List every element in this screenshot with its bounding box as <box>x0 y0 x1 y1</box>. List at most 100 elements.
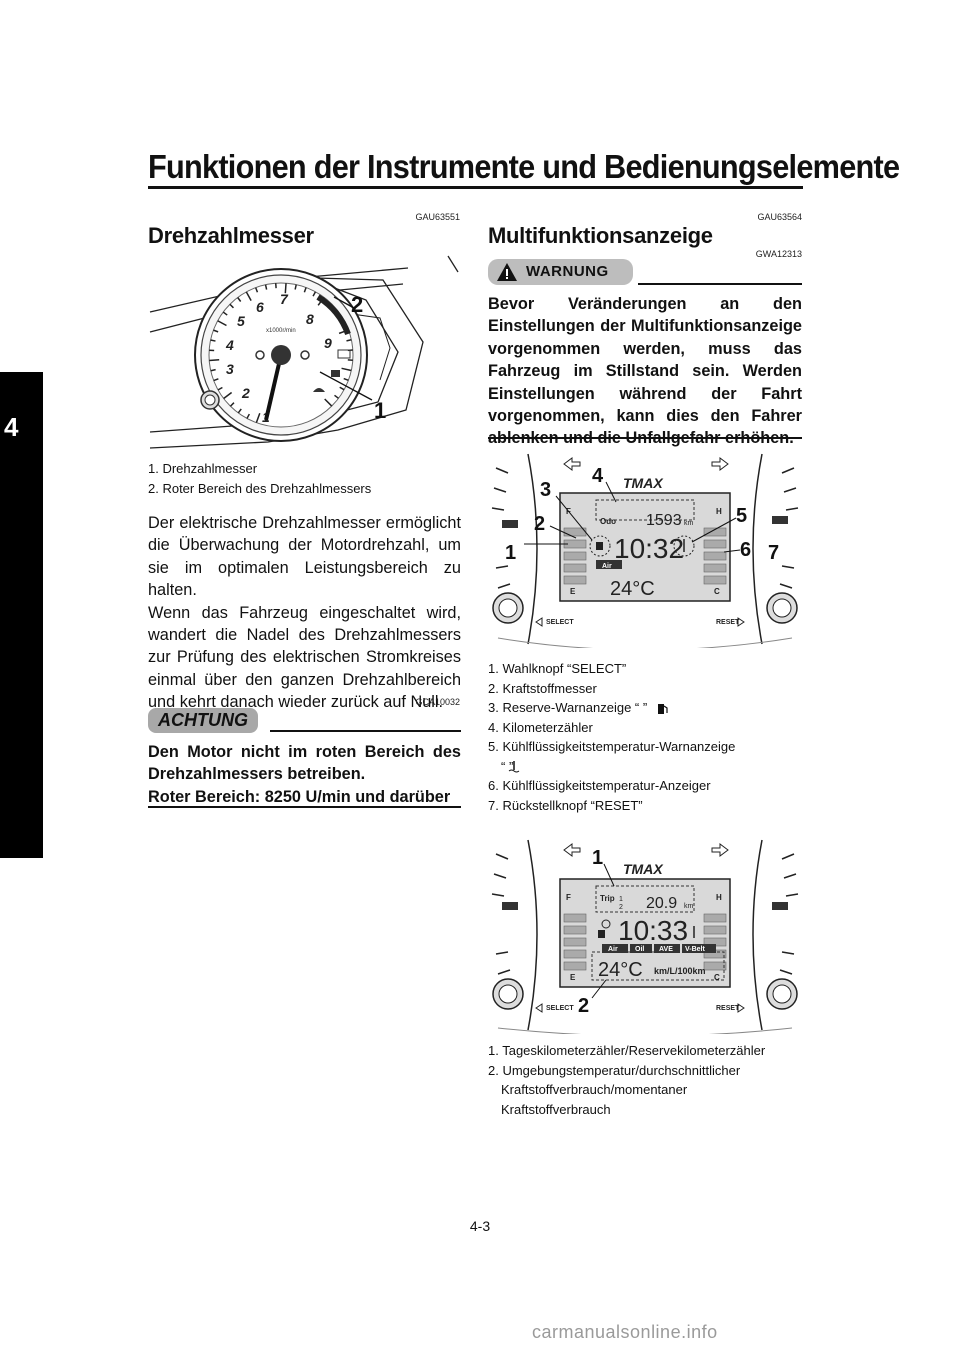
tach-number: 8 <box>306 311 314 327</box>
lcd-tab: Oil <box>635 946 644 953</box>
caption-line: 1. Drehzahlmesser <box>148 461 258 476</box>
lcd-h: H <box>716 893 722 902</box>
lcd-tab: Air <box>608 946 618 953</box>
tach-tick <box>237 408 242 414</box>
lcd-unit: km <box>684 520 694 527</box>
caption-line: Kraftstoffverbrauch/momentaner <box>501 1082 688 1097</box>
callout-number: 5 <box>736 505 747 527</box>
tach-tick <box>312 291 317 297</box>
callout-number: 4 <box>592 465 604 487</box>
caution-text: Den Motor nicht im roten Bereich des Dre… <box>148 741 461 808</box>
caption-line: 2. Kraftstoffmesser <box>488 680 597 696</box>
tach-number: 9 <box>324 335 332 351</box>
doc-code: GWA12313 <box>755 249 802 259</box>
page-number: 4-3 <box>469 1218 491 1234</box>
tach-tick <box>213 329 219 333</box>
callout-number: 2 <box>578 995 589 1017</box>
caption-line: 7. Rückstellknopf “RESET” <box>488 797 643 813</box>
tach-tick <box>209 359 220 362</box>
warning-label: WARNUNG <box>526 263 609 280</box>
lcd-trip-label: Trip <box>600 894 615 903</box>
warning-badge: WARNUNG <box>488 259 633 285</box>
caption-line: 2. Umgebungstemperatur/durchschnittliche… <box>488 1062 741 1078</box>
tach-tick <box>229 303 234 309</box>
tach-tick <box>294 284 297 290</box>
chapter-tab: 4 <box>0 372 43 858</box>
caption-line: Kraftstoffverbrauch <box>501 1101 611 1117</box>
section-heading-tachometer: Drehzahlmesser <box>148 223 314 248</box>
lcd-odo-value: 1593 <box>646 512 682 529</box>
body-paragraphs: Der elektrische Drehzahlmesser ermöglich… <box>148 512 461 714</box>
tach-tick <box>284 283 287 294</box>
tach-number: 6 <box>256 299 264 315</box>
svg-text:TMAX: TMAX <box>623 475 664 491</box>
figure-caption: 1. Tageskilometerzähler/Reservekilometer… <box>488 1041 802 1119</box>
callout-number: 1 <box>505 542 516 564</box>
caution-badge: ACHTUNG <box>148 708 258 733</box>
multifunction-display-figure: TMAX F H E C Odo 1593 km 10:32 Air 24°C … <box>491 453 799 648</box>
warning-text: Bevor Veränderungen an den Einstellungen… <box>488 295 802 447</box>
tach-tick <box>327 303 333 309</box>
lcd-air: Air <box>602 563 612 570</box>
callout-number: 7 <box>768 542 779 564</box>
lcd-tab: AVE <box>659 946 673 953</box>
tach-tick <box>213 378 219 382</box>
select-label: SELECT <box>546 619 574 626</box>
tach-tick <box>341 367 352 372</box>
doc-code: GCA10032 <box>415 697 460 707</box>
warning-triangle-icon <box>497 263 517 281</box>
page-title: Funktionen der Instrumente und Bedienung… <box>148 148 900 185</box>
callout-number: 2 <box>351 292 363 317</box>
tach-tick <box>217 320 227 327</box>
tach-number: 2 <box>241 385 250 401</box>
tach-tick <box>254 287 259 293</box>
warning-bottom-rule <box>488 437 802 439</box>
tach-tick <box>210 368 216 372</box>
lcd-c: C <box>714 973 720 982</box>
title-rule <box>148 186 803 189</box>
caption-line: 6. Kühlflüssigkeitstemperatur-Anzeiger <box>488 778 711 793</box>
tach-tick <box>264 284 268 290</box>
tach-unit: x1000r/min <box>266 328 296 334</box>
figure-caption: 1. Wahlknopf “SELECT” 2. Kraftstoffmesse… <box>488 659 802 815</box>
caption-line-wrapper: “ ” <box>488 757 802 777</box>
tach-tick <box>237 297 242 302</box>
tach-tick <box>217 386 223 391</box>
tach-tick <box>339 319 345 324</box>
callout-number: 2 <box>534 513 545 535</box>
lcd-tab: V-Belt <box>685 946 706 953</box>
tach-tick <box>346 339 352 342</box>
tach-tick <box>255 413 261 423</box>
tach-tick <box>338 329 349 335</box>
reset-label: RESET <box>716 1005 740 1012</box>
trip-display-figure: TMAX F H E C Trip 1 2 20.9 km 10:33 Air … <box>491 839 799 1034</box>
caution-paragraph: Roter Bereich: 8250 U/min und darüber <box>148 787 451 806</box>
chapter-number: 4 <box>4 412 19 442</box>
tach-tick <box>222 311 228 316</box>
caution-top-rule <box>270 730 461 732</box>
paragraph: Wenn das Fahrzeug eingeschaltet wird, wa… <box>148 603 461 712</box>
tach-tick <box>334 394 339 399</box>
lcd-clock: 10:33 <box>618 915 688 946</box>
tach-number: 7 <box>280 291 289 307</box>
lcd-c: C <box>714 587 720 596</box>
tach-tick <box>343 377 349 382</box>
warning-top-rule <box>638 283 802 285</box>
callout-number: 6 <box>740 539 751 561</box>
caption-line-wrapper: 3. Reserve-Warnanzeige “ ” <box>488 698 802 718</box>
reset-label: RESET <box>716 619 740 626</box>
tach-tick <box>245 291 252 302</box>
callout-number: 3 <box>540 479 551 501</box>
tach-tick <box>210 339 216 342</box>
lcd-temp: 24°C <box>598 959 643 981</box>
doc-code: GAU63564 <box>757 212 802 222</box>
tach-tick <box>223 391 233 400</box>
callout-number: 1 <box>374 398 386 423</box>
tach-number: 5 <box>237 313 245 329</box>
callout-number: 1 <box>592 847 603 869</box>
caution-bottom-rule <box>148 806 461 808</box>
lcd-e: E <box>570 973 576 982</box>
lcd-h: H <box>716 507 722 516</box>
section-heading-multifunction: Multifunktionsanzeige <box>488 223 713 248</box>
lcd-clock: 10:32 <box>614 533 684 564</box>
